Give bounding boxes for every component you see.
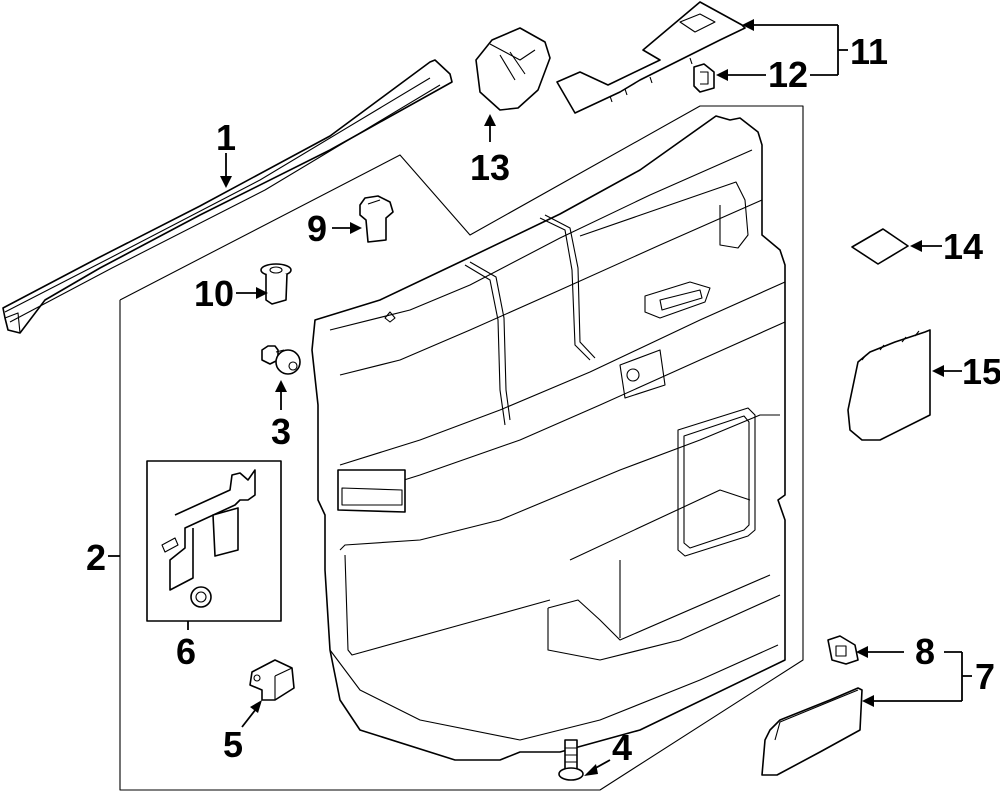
part-11-switch-bezel[interactable] [556,1,746,114]
callout-label-6: 6 [176,631,196,672]
callout-14[interactable]: 14 [910,226,983,267]
callout-2[interactable]: 2 [86,537,120,578]
part-14-insulator-pad[interactable] [851,228,909,265]
callout-8[interactable]: 8 [915,631,935,672]
part-8-clip[interactable] [827,635,859,665]
part-9-retainer[interactable] [359,195,394,243]
callout-12[interactable]: 12 [768,54,808,95]
callout-3[interactable]: 3 [271,380,291,452]
callout-label-13: 13 [470,147,510,188]
callout-1[interactable]: 1 [216,117,236,188]
callout-7[interactable]: 7 [975,656,995,697]
callout-13[interactable]: 13 [470,114,510,188]
callout-label-10: 10 [194,273,234,314]
assembly-outline-2 [119,105,804,791]
callout-15[interactable]: 15 [932,351,1000,392]
callout-label-11: 11 [850,31,888,72]
part-2-door-trim-panel[interactable] [311,115,786,761]
callout-4[interactable]: 4 [584,727,632,776]
callout-label-14: 14 [943,226,983,267]
callout-label-3: 3 [271,411,291,452]
callout-5[interactable]: 5 [223,700,262,765]
part-7-cover-assembly[interactable] [761,687,863,776]
callout-label-9: 9 [307,208,327,249]
callout-label-2: 2 [86,537,106,578]
part-5-bracket[interactable] [249,659,295,701]
part-6-bracket-kit[interactable] [146,460,282,622]
part-13-window-switch[interactable] [475,27,551,111]
callout-label-7: 7 [975,656,995,697]
part-10-retainer-clip[interactable] [260,263,292,305]
part-3-push-pin[interactable] [261,345,301,375]
callout-6[interactable]: 6 [176,621,196,672]
callout-label-5: 5 [223,724,243,765]
part-1-weatherstrip[interactable] [2,59,453,334]
callout-label-12: 12 [768,54,808,95]
callout-7-8-group [856,646,972,707]
callout-11[interactable]: 11 [850,31,888,72]
part-4-screw[interactable] [558,739,584,781]
part-12-clip[interactable] [693,63,715,93]
callout-label-15: 15 [962,351,1000,392]
callout-9[interactable]: 9 [307,208,362,249]
callout-11-12-group [716,19,848,81]
callout-label-8: 8 [915,631,935,672]
part-15-cover[interactable] [847,329,931,441]
callout-label-1: 1 [216,117,236,158]
callout-10[interactable]: 10 [194,273,268,314]
callout-label-4: 4 [612,727,632,768]
